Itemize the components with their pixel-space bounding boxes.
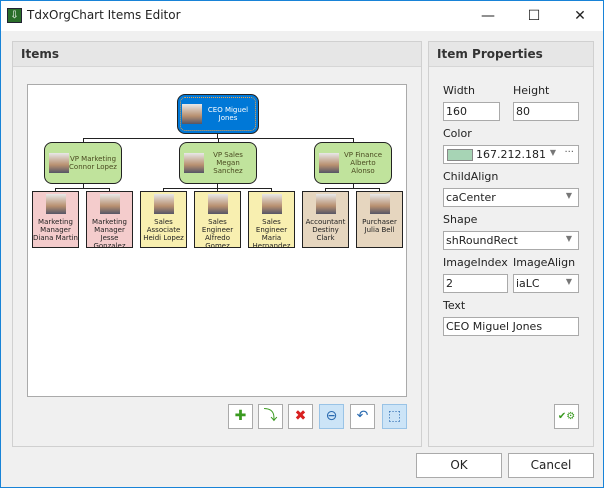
photo-avatar [369, 194, 390, 214]
imagealign-select[interactable]: iaLC ▼ [513, 274, 579, 293]
chevron-down-icon: ▼ [565, 191, 572, 200]
node-text: VP Marketing Connor Lopez [69, 155, 117, 171]
org-node-staff[interactable]: Marketing Manager Diana Martin [32, 191, 79, 248]
photo-avatar [153, 194, 174, 214]
color-picker[interactable]: 167.212.181 ▼ ··· [443, 145, 579, 164]
connector-line [217, 188, 218, 191]
connector-line [325, 188, 326, 191]
node-text: CEO Miguel Jones [207, 106, 249, 122]
connector-line [163, 188, 164, 191]
color-dropdown-icon[interactable]: ▼ [549, 148, 556, 157]
color-value: 167.212.181 [476, 148, 546, 161]
width-input[interactable]: 160 [443, 102, 500, 121]
org-node-staff[interactable]: Sales Associate Heidi Lopez [140, 191, 187, 248]
color-label: Color [443, 127, 472, 140]
photo-avatar [261, 194, 282, 214]
connector-line [55, 188, 109, 189]
connector-line [325, 188, 379, 189]
node-text: Sales Associate Heidi Lopez [143, 218, 184, 242]
fit-button[interactable]: ⬚ [382, 404, 407, 429]
photo-avatar [45, 194, 66, 214]
zoom-icon: ⊖ [325, 408, 338, 424]
connector-line [217, 134, 218, 139]
connector-line [109, 188, 110, 191]
photo-avatar [319, 153, 339, 173]
photo-avatar [99, 194, 120, 214]
close-button[interactable]: ✕ [574, 8, 586, 24]
add-button[interactable]: ✚ [228, 404, 253, 429]
shape-select[interactable]: shRoundRect ▼ [443, 231, 579, 250]
node-text: VP Finance Alberto Alonso [343, 151, 382, 175]
connector-line [55, 188, 56, 191]
photo-avatar [207, 194, 228, 214]
add-child-icon: ⤵ [263, 408, 278, 424]
org-node-vp[interactable]: VP Sales Megan Sanchez [179, 142, 257, 184]
connector-line [217, 184, 218, 188]
org-chart-canvas[interactable]: CEO Miguel Jones VP Marketing Connor Lope… [27, 84, 407, 397]
minimize-button[interactable]: — [481, 8, 495, 24]
imageindex-input[interactable]: 2 [443, 274, 508, 293]
color-more-button[interactable]: ··· [564, 147, 574, 158]
photo-avatar [49, 153, 69, 173]
connector-line [353, 184, 354, 188]
cancel-button[interactable]: Cancel [508, 453, 594, 478]
org-node-staff[interactable]: Sales Engineer Alfredo Gomez [194, 191, 241, 250]
imagealign-value: iaLC [516, 277, 540, 290]
rotate-button[interactable]: ↶ [350, 404, 375, 429]
childalign-label: ChildAlign [443, 170, 499, 183]
color-swatch [447, 149, 473, 161]
org-node-staff[interactable]: Sales Engineer Maria Hernandez [248, 191, 295, 250]
settings-check-button[interactable]: ✔⚙ [554, 404, 579, 429]
items-panel-title: Items [13, 42, 421, 67]
text-input[interactable]: CEO Miguel Jones [443, 317, 579, 336]
connector-line [83, 184, 84, 188]
title-bar: ⇩ TdxOrgChart Items Editor — ☐ ✕ [1, 1, 603, 31]
fit-icon: ⬚ [387, 408, 402, 424]
node-text: Accountant Destiny Clark [305, 218, 346, 242]
app-icon: ⇩ [7, 8, 22, 23]
width-label: Width [443, 84, 475, 97]
add-child-button[interactable]: ⤵ [258, 404, 283, 429]
org-node-staff[interactable]: Accountant Destiny Clark [302, 191, 349, 248]
connector-line [379, 188, 380, 191]
org-node-vp[interactable]: VP Marketing Connor Lopez [44, 142, 122, 184]
delete-icon: ✖ [294, 408, 307, 424]
window-title: TdxOrgChart Items Editor [27, 8, 181, 22]
org-node-vp[interactable]: VP Finance Alberto Alonso [314, 142, 392, 184]
connector-line [218, 138, 219, 142]
imagealign-label: ImageAlign [513, 256, 576, 269]
node-text: Marketing Manager Jesse Gonzalez [92, 218, 127, 250]
photo-avatar [182, 104, 202, 124]
add-icon: ✚ [234, 408, 247, 424]
photo-avatar [184, 153, 204, 173]
text-label: Text [443, 299, 466, 312]
zoom-button[interactable]: ⊖ [319, 404, 344, 429]
node-text: Sales Engineer Alfredo Gomez [201, 218, 234, 250]
org-node-root[interactable]: CEO Miguel Jones [177, 94, 259, 134]
shape-label: Shape [443, 213, 478, 226]
connector-line [83, 138, 84, 142]
childalign-value: caCenter [446, 191, 496, 204]
item-properties-title: Item Properties [429, 42, 593, 67]
node-text: VP Sales Megan Sanchez [213, 151, 243, 175]
connector-line [353, 138, 354, 142]
org-node-staff[interactable]: Purchaser Julia Bell [356, 191, 403, 248]
height-input[interactable]: 80 [513, 102, 579, 121]
rotate-icon: ↶ [356, 408, 369, 424]
photo-avatar [315, 194, 336, 214]
childalign-select[interactable]: caCenter ▼ [443, 188, 579, 207]
shape-value: shRoundRect [446, 234, 518, 247]
connector-line [271, 188, 272, 191]
height-label: Height [513, 84, 550, 97]
node-text: Sales Engineer Maria Hernandez [252, 218, 291, 250]
org-node-staff[interactable]: Marketing Manager Jesse Gonzalez [86, 191, 133, 250]
ok-button[interactable]: OK [416, 453, 502, 478]
node-text: Purchaser Julia Bell [362, 218, 397, 234]
chevron-down-icon: ▼ [565, 277, 572, 286]
delete-button[interactable]: ✖ [288, 404, 313, 429]
imageindex-label: ImageIndex [443, 256, 508, 269]
chevron-down-icon: ▼ [565, 234, 572, 243]
node-text: Marketing Manager Diana Martin [33, 218, 78, 242]
maximize-button[interactable]: ☐ [527, 8, 541, 24]
